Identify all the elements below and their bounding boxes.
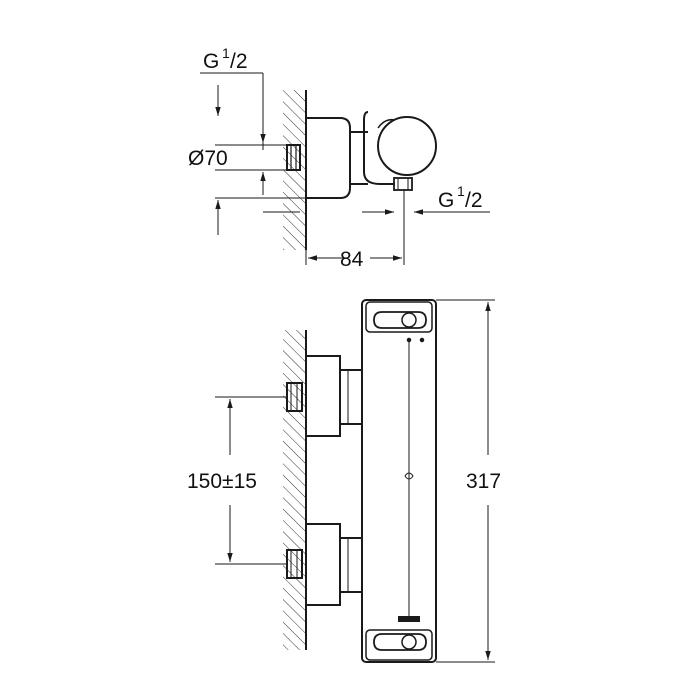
- outlet-sup-text: 1: [457, 183, 465, 199]
- escutcheon-upper: [306, 355, 341, 437]
- thread-sup-text: 1: [222, 45, 230, 61]
- front-view: [215, 299, 495, 663]
- depth-label: 84: [340, 248, 364, 271]
- escutcheon-lower: [306, 523, 341, 606]
- diameter-label: Ø70: [188, 147, 228, 170]
- outlet-top: [393, 177, 413, 191]
- wall-hatch-front: [283, 330, 306, 650]
- outlet-frac-text: /2: [465, 189, 483, 212]
- centers-label: 150±15: [187, 470, 257, 493]
- top-view: [200, 72, 490, 265]
- bottom-knob-slot: [373, 633, 427, 651]
- outlet-thread-label: G 1 /2: [438, 183, 483, 212]
- handle-top: [377, 116, 437, 176]
- thread-frac-text: /2: [230, 50, 248, 73]
- connector-upper: [286, 382, 303, 412]
- top-cap: [365, 301, 433, 333]
- connector-lower: [286, 549, 303, 579]
- thread-g-text: G: [203, 50, 219, 73]
- escutcheon-top: [306, 117, 351, 199]
- outlet-g-text: G: [438, 189, 454, 212]
- height-label: 317: [466, 470, 501, 493]
- top-knob-slot: [373, 311, 427, 329]
- thread-label-top: G 1 /2: [203, 45, 248, 73]
- valve-body-top: [363, 111, 395, 185]
- bottom-cap: [365, 629, 433, 661]
- valve-body-front: [361, 299, 437, 663]
